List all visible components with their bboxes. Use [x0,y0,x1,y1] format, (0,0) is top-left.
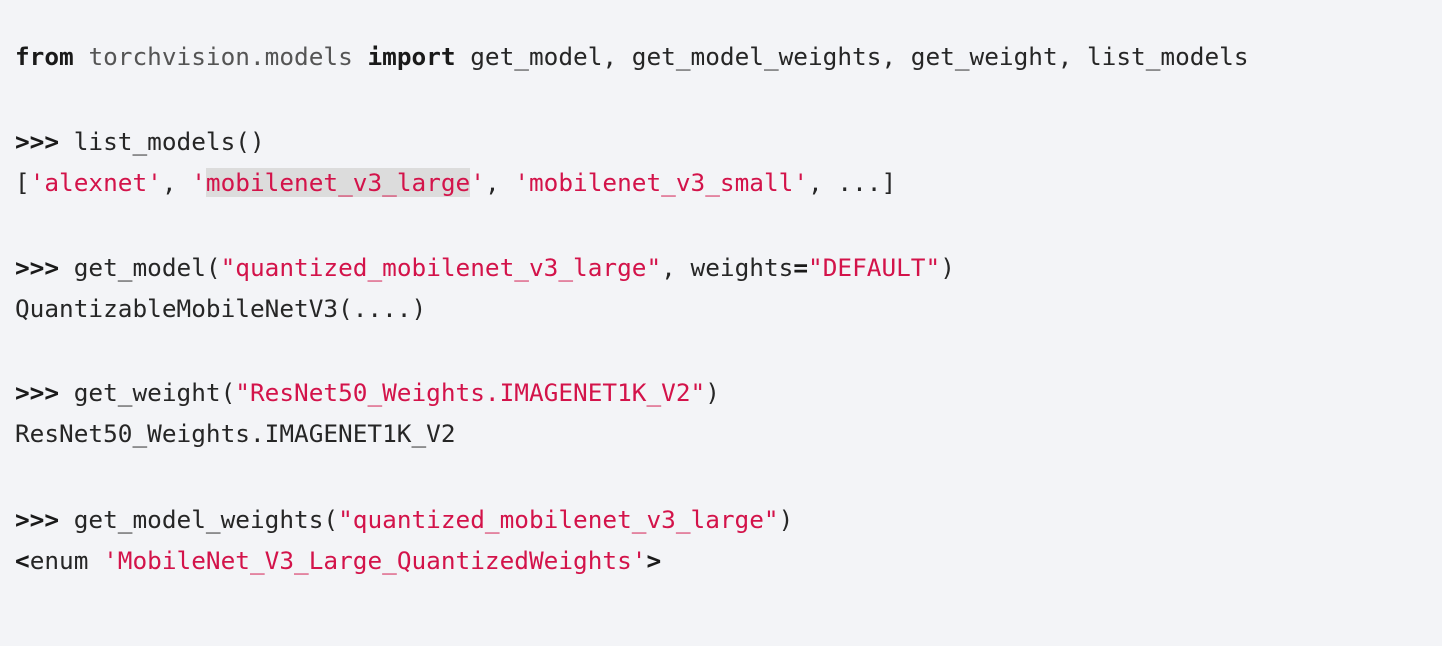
keyword-import: import [367,42,456,71]
quote: ' [470,168,485,197]
equals-operator: = [793,253,809,282]
prompt: >>> [15,253,60,282]
string-alexnet: 'alexnet' [29,168,162,197]
kwarg-name: , weights [661,253,794,282]
imported-names: get_model, get_model_weights, get_weight… [470,42,1249,71]
list-models-output: ['alexnet', 'mobilenet_v3_large', 'mobil… [15,166,896,200]
module-name: torchvision.models [88,42,353,71]
prompt: >>> [15,127,60,156]
paren-close: ) [705,378,720,407]
get-model-weights-output: <enum 'MobileNet_V3_Large_QuantizedWeigh… [15,544,661,578]
import-line: from torchvision.models import get_model… [15,40,1249,74]
list-tail: , ...] [808,168,897,197]
output-text: ResNet50_Weights.IMAGENET1K_V2 [15,419,456,448]
string-arg: "DEFAULT" [808,253,941,282]
string-arg: "quantized_mobilenet_v3_large" [338,505,779,534]
output-text: QuantizableMobileNetV3(....) [15,294,427,323]
bracket-open: [ [15,168,30,197]
enum-word: enum [29,546,104,575]
highlighted-selection[interactable]: mobilenet_v3_large [205,168,471,197]
separator: , [161,168,192,197]
string-arg: "ResNet50_Weights.IMAGENET1K_V2" [235,378,706,407]
prompt: >>> [15,378,60,407]
keyword-from: from [15,42,74,71]
prompt: >>> [15,505,60,534]
string-enum-name: 'MobileNet_V3_Large_QuantizedWeights' [103,546,647,575]
get-weight-call: >>> get_weight("ResNet50_Weights.IMAGENE… [15,376,720,410]
get-model-output: QuantizableMobileNetV3(....) [15,292,426,326]
list-models-call: >>> list_models() [15,125,265,159]
quote: ' [191,168,206,197]
function-name: get_weight( [73,378,236,407]
angle-open: < [15,546,30,575]
string-arg: "quantized_mobilenet_v3_large" [220,253,662,282]
angle-close: > [646,546,662,575]
get-model-weights-call: >>> get_model_weights("quantized_mobilen… [15,503,793,537]
get-weight-output: ResNet50_Weights.IMAGENET1K_V2 [15,417,456,451]
function-name: get_model_weights( [73,505,339,534]
paren-close: ) [940,253,955,282]
call-text: list_models() [73,127,265,156]
paren-close: ) [778,505,794,534]
string-mobilenet-small: 'mobilenet_v3_small' [514,168,809,197]
function-name: get_model( [73,253,221,282]
separator: , [484,168,515,197]
get-model-call: >>> get_model("quantized_mobilenet_v3_la… [15,251,955,285]
